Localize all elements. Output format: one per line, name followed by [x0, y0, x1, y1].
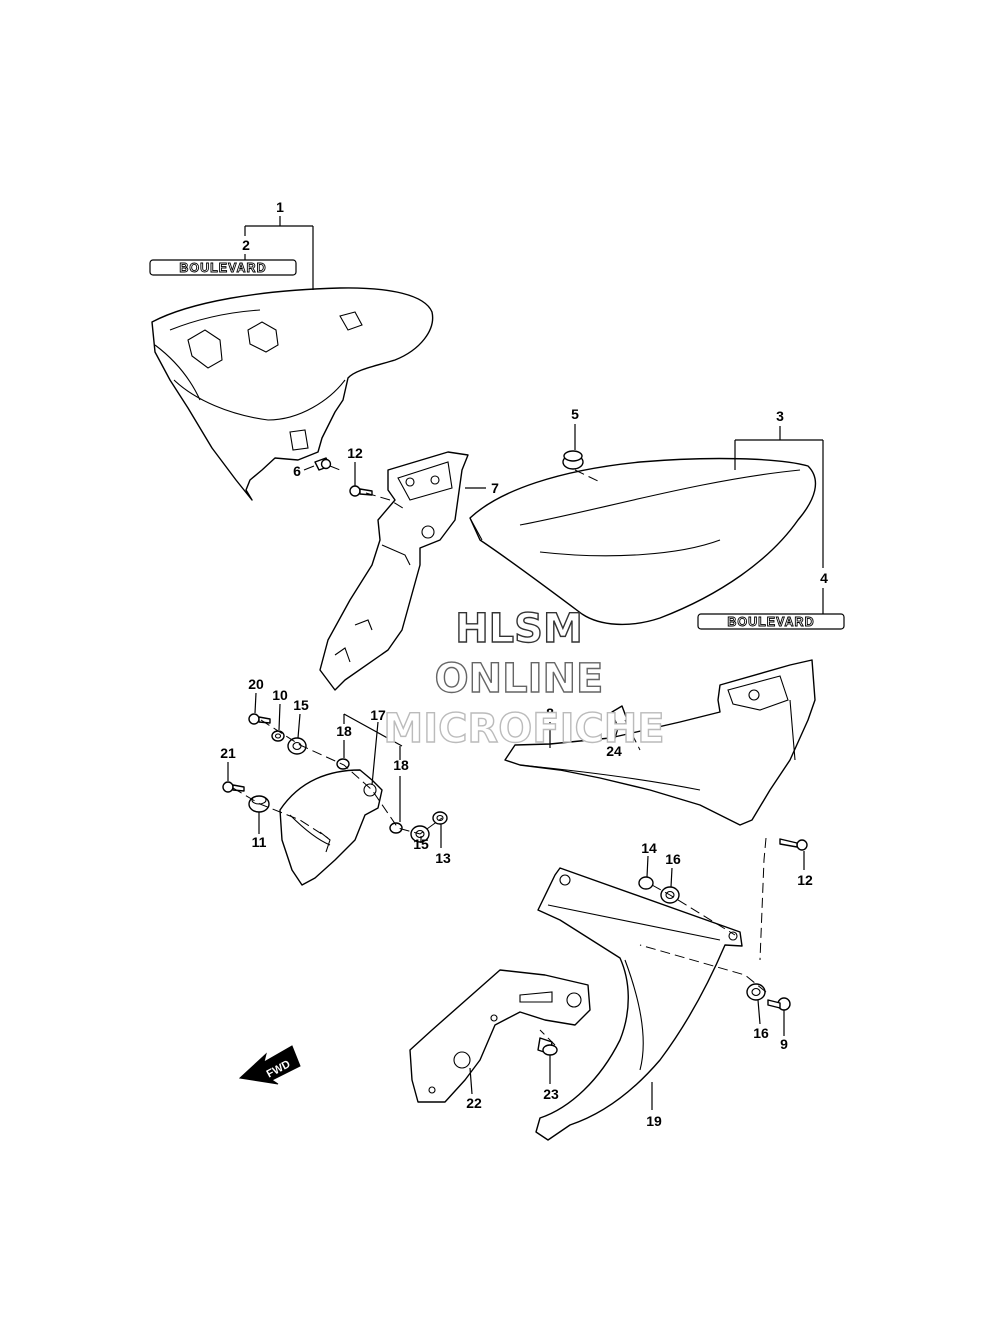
- callout-24: 24: [606, 743, 622, 759]
- assembly-lines: [232, 465, 767, 1046]
- part-10-washer[interactable]: [271, 730, 285, 742]
- callout-14: 14: [641, 840, 657, 856]
- callout-2: 2: [242, 237, 250, 253]
- callout-4: 4: [820, 570, 828, 586]
- callout-17: 17: [370, 707, 386, 723]
- leader-lines: [227, 216, 824, 1110]
- part-16-grommet-lower[interactable]: [746, 983, 766, 1001]
- callout-23: 23: [543, 1086, 559, 1102]
- callout-13: 13: [435, 850, 451, 866]
- callout-5: 5: [571, 406, 579, 422]
- callout-8: 8: [546, 705, 554, 721]
- callout-20: 20: [248, 676, 264, 692]
- callout-21: 21: [220, 745, 236, 761]
- part-9-bolt[interactable]: [767, 997, 791, 1011]
- callout-3: 3: [776, 408, 784, 424]
- callout-12-lower: 12: [797, 872, 813, 888]
- fwd-arrow-icon: FWD: [238, 1045, 301, 1085]
- callout-15-right: 15: [413, 836, 429, 852]
- part-15-collar-left[interactable]: [287, 737, 307, 755]
- part-12-bolt-upper[interactable]: [349, 485, 373, 497]
- callout-12-upper: 12: [347, 445, 363, 461]
- part-7-bracket[interactable]: [319, 451, 469, 691]
- callout-10: 10: [272, 687, 288, 703]
- callout-7: 7: [491, 480, 499, 496]
- callout-18-right: 18: [393, 757, 409, 773]
- part-2-emblem[interactable]: BOULEVARD: [149, 259, 297, 276]
- part-3-right-cover[interactable]: [469, 457, 817, 626]
- part-1-left-cover[interactable]: [151, 287, 434, 501]
- watermark: HLSM ONLINE MICROFICHE: [383, 605, 666, 752]
- callout-labels: 1 2 3 4 5 6 7 12 8 24 20 10 15 17 18 18 …: [220, 199, 828, 1129]
- callout-18-left: 18: [336, 723, 352, 739]
- part-22-plate[interactable]: [409, 969, 591, 1103]
- callout-11: 11: [252, 834, 267, 850]
- callout-9: 9: [780, 1036, 788, 1052]
- callout-16-lower: 16: [753, 1025, 769, 1041]
- part-23-bolt[interactable]: [537, 1037, 558, 1056]
- part-24-clip[interactable]: [611, 705, 629, 729]
- callout-1: 1: [276, 199, 284, 215]
- part-17-shield[interactable]: [279, 769, 383, 886]
- callout-16-upper: 16: [665, 851, 681, 867]
- part-4-emblem[interactable]: BOULEVARD: [697, 613, 845, 630]
- part-6-screw[interactable]: [314, 457, 332, 471]
- part-21-bolt[interactable]: [222, 781, 245, 793]
- part-12-bolt-lower[interactable]: [779, 838, 808, 851]
- watermark-line-1: HLSM: [455, 606, 583, 652]
- callout-6: 6: [293, 463, 301, 479]
- emblem-text-4: BOULEVARD: [727, 615, 814, 629]
- callout-15-left: 15: [293, 697, 309, 713]
- watermark-line-3: MICROFICHE: [383, 706, 664, 752]
- callout-19: 19: [646, 1113, 662, 1129]
- watermark-line-2: ONLINE: [435, 656, 604, 702]
- callout-22: 22: [466, 1095, 482, 1111]
- emblem-text-2: BOULEVARD: [179, 261, 266, 275]
- part-18-washer-right[interactable]: [389, 822, 403, 834]
- part-5-grommet[interactable]: [562, 450, 584, 470]
- part-20-bolt[interactable]: [248, 713, 271, 725]
- part-19-guard[interactable]: [535, 867, 743, 1141]
- part-13-nut[interactable]: [432, 811, 448, 825]
- part-11-grommet[interactable]: [248, 795, 270, 813]
- part-14-collar[interactable]: [638, 876, 654, 890]
- part-8-bracket[interactable]: [504, 659, 816, 826]
